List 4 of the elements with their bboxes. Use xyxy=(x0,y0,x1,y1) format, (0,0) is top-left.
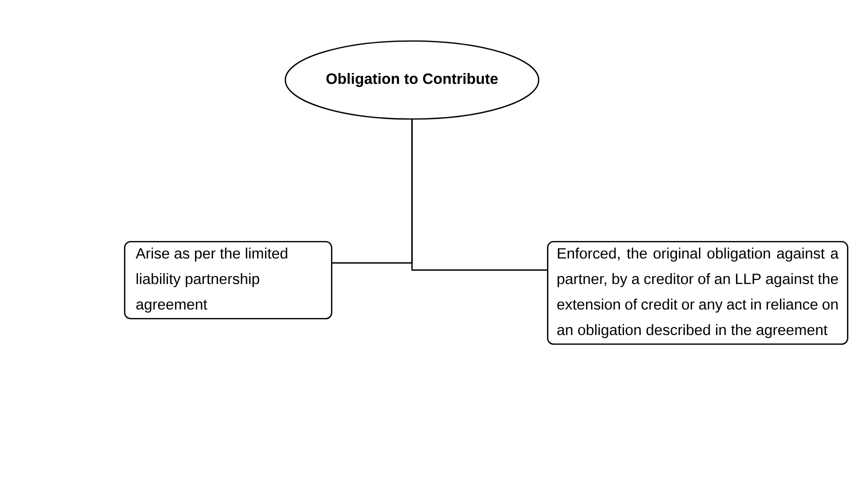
text-box: Enforced, the original obligation against a partner, by a creditor of an LLP against the extension of credit or any act in reliance on an obligation described in the agreement xyxy=(547,241,848,345)
text-box: Arise as per the limited liability partnership agreement xyxy=(124,241,332,320)
ellipse-node: Obligation to Contribute xyxy=(284,40,540,120)
connector-line xyxy=(411,120,547,271)
